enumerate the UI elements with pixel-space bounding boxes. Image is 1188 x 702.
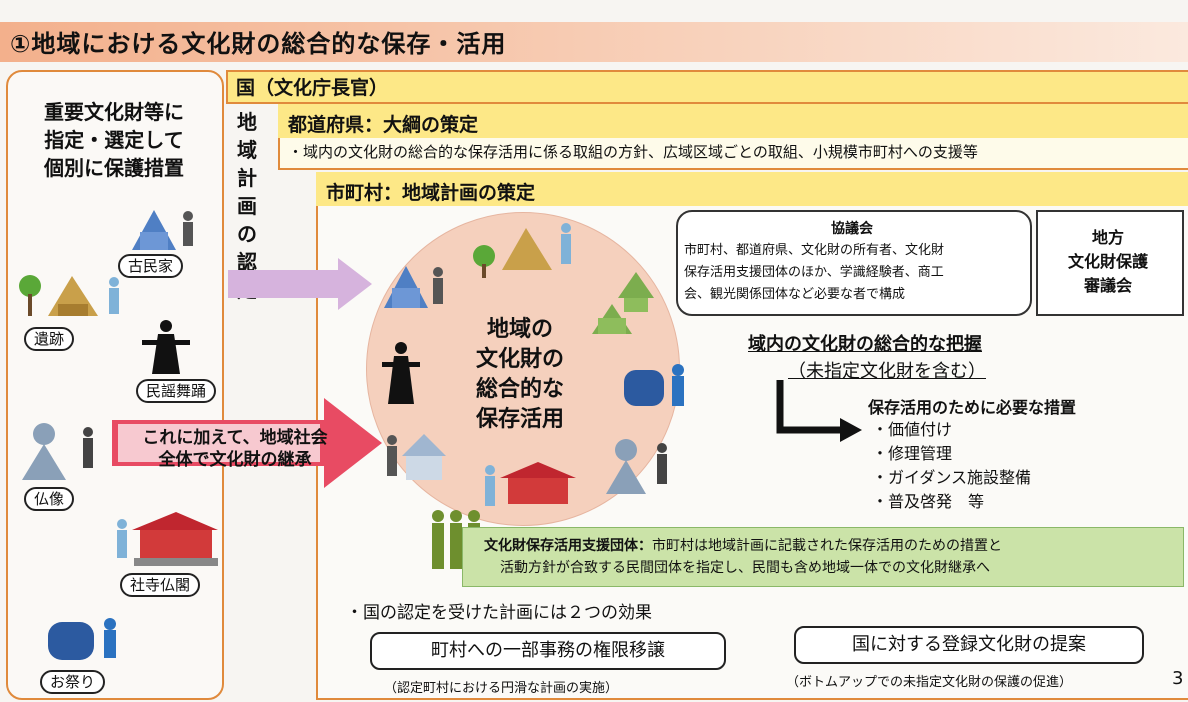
festival-drum-icon [48,618,116,660]
measures-list: ・価値付け ・修理管理 ・ガイダンス施設整備 ・普及啓発 等 [872,418,1031,514]
shingikai-line: 文化財保護 [1067,252,1148,271]
council-desc-line: 保存活用支援団体のほか、学識経験者、商工 [684,265,944,280]
red-arrow-line: これに加えて、地域社会 [142,428,328,448]
effects-lead: ・国の認定を受けた計画には２つの効果 [346,603,652,623]
bent-arrow [776,380,862,442]
support-bold: 文化財保存活用支援団体： [484,538,652,554]
vertical-char: 地 [237,110,257,134]
prefecture-title: 都道府県：大綱の策定 [288,114,479,136]
prefecture-header [278,104,1188,138]
label-kominka: 古民家 [118,254,184,278]
circle-line: 総合的な [475,377,564,402]
vertical-char: 画 [237,194,257,218]
left-heading: 重要文化財等に 指定・選定して 個別に保護措置 [20,98,208,182]
circle-line: 地域の [486,317,553,342]
effect-box-2: 国に対する登録文化財の提案 [794,626,1144,664]
measures-title: 保存活用のために必要な措置 [868,398,1077,417]
council-title: 協議会 [831,221,873,237]
label-omatsuri: お祭り [40,670,106,694]
effect-sub-2: （ボトムアップでの未指定文化財の保護の促進） [786,675,1073,690]
temple-icon [485,462,576,506]
municipality-title: 市町村：地域計画の策定 [326,182,536,204]
measure-item: ・修理管理 [872,444,953,463]
kominka-icon [132,210,193,250]
support-box [462,527,1184,587]
label-shaji: 社寺仏閣 [120,573,201,597]
title-bar [0,22,1188,62]
left-heading-line: 重要文化財等に [44,100,184,124]
support-text-2: 活動方針が合致する民間団体を指定し、民間も含め地域一体での文化財継承へ [500,560,990,576]
shingikai-text: 地方 文化財保護 審議会 [1036,226,1180,298]
iseki-icon [19,275,119,316]
vertical-char: 認 [237,250,257,274]
vertical-char: 計 [237,166,257,190]
council-desc-line: 会、観光関係団体など必要な者で構成 [684,287,906,302]
support-text: 文化財保存活用支援団体：市町村は地域計画に記載された保存活用のための措置と 活動… [484,535,1174,579]
red-arrow [112,398,382,488]
festival-drum-icon [624,364,684,406]
left-heading-line: 指定・選定して [44,128,184,152]
grasp-subtitle: （未指定文化財を含む） [788,361,986,382]
buddha-icon [22,423,93,480]
circle-text: 地域の 文化財の 総合的な 保存活用 [430,315,610,435]
municipality-header [316,172,1188,206]
red-arrow-text: これに加えて、地域社会 全体で文化財の継承 [124,427,346,471]
left-heading-line: 個別に保護措置 [44,156,184,180]
label-minyo: 民謡舞踊 [136,379,217,403]
dancer-icon [382,342,420,404]
vertical-char: 域 [237,138,257,162]
red-arrow-line: 全体で文化財の継承 [158,450,312,470]
effect-sub-1: （認定町村における円滑な計画の実施） [384,681,619,696]
buddha-icon [606,439,667,494]
grasp-title: 域内の文化財の総合的な把握 [748,334,982,355]
vertical-char: の [237,222,257,246]
kuni-title: 国（文化庁長官） [236,77,389,99]
lavender-arrow [228,258,372,310]
circle-line: 文化財の [475,347,564,372]
circle-line: 保存活用 [475,407,564,432]
page-title: ①地域における文化財の総合的な保存・活用 [10,30,507,58]
council-desc: 市町村、都道府県、文化財の所有者、文化財 保存活用支援団体のほか、学識経験者、商… [684,240,1024,306]
page-number: 3 [1172,668,1184,689]
council-box [676,210,1032,316]
kuni-box [226,70,1188,104]
kominka-icon [384,266,443,308]
iseki-icon [473,223,571,278]
prefecture-desc: ・域内の文化財の総合的な保存活用に係る取組の方針、広域区域ごとの取組、小規模市町… [288,143,978,161]
temple-icon [117,512,218,566]
dancer-icon [142,320,190,374]
support-text-1: 市町村は地域計画に記載された保存活用のための措置と [652,538,1002,554]
measure-item: ・価値付け [872,420,953,439]
effect-box-1: 町村への一部事務の権限移譲 [370,632,726,670]
village-houses-icon [592,272,654,334]
measure-item: ・普及啓発 等 [872,492,985,511]
label-butsuzo: 仏像 [24,487,75,511]
shingikai-box [1036,210,1184,316]
shingikai-line: 地方 [1091,228,1124,247]
council-desc-line: 市町村、都道府県、文化財の所有者、文化財 [684,243,945,258]
label-iseki: 遺跡 [24,327,75,351]
measure-item: ・ガイダンス施設整備 [872,468,1032,487]
house-icon [387,434,446,480]
shingikai-line: 審議会 [1083,276,1132,295]
